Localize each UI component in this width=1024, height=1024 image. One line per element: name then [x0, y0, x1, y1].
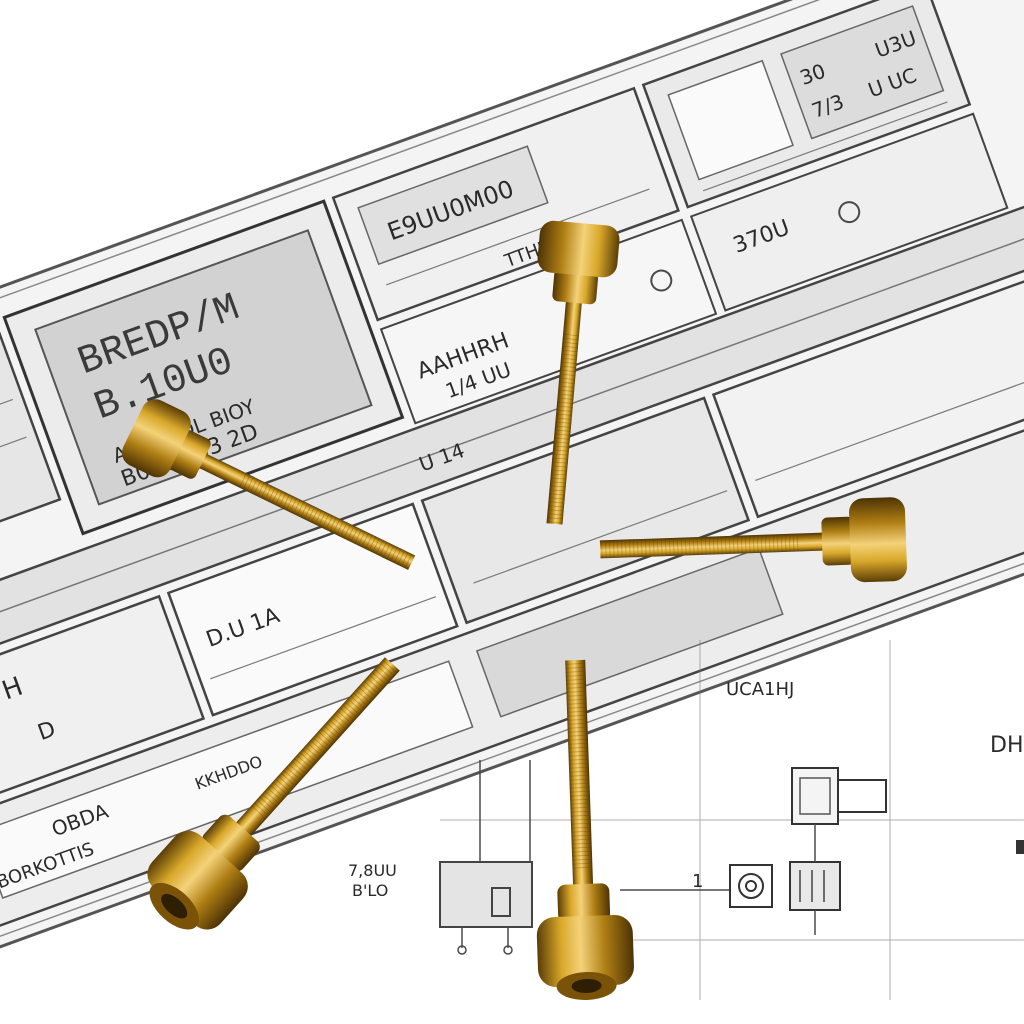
bottom-label-1: 7,8UU — [348, 861, 397, 880]
bottom-label-2: B'LO — [352, 881, 388, 900]
module-row-top — [0, 0, 972, 573]
hatching — [0, 101, 1024, 680]
brass-screw-2 — [537, 220, 620, 525]
brass-screw-1 — [121, 399, 416, 570]
drawing-plate: BREDP/M B.10U0 AIKM RDL BIOY B017 303 2D… — [0, 0, 1024, 960]
center-rail — [0, 112, 1024, 685]
brass-screw-3 — [599, 497, 907, 583]
brass-screw-5 — [536, 659, 634, 1001]
label-uca1hj: UCA1HJ — [726, 679, 794, 700]
label-one: 1 — [692, 871, 703, 892]
label-dh: DH — [990, 733, 1023, 758]
brass-screw-4 — [147, 657, 400, 930]
schematic-area: 7,8UU B'LO 1 UCA1HJ DH — [348, 640, 1024, 1000]
